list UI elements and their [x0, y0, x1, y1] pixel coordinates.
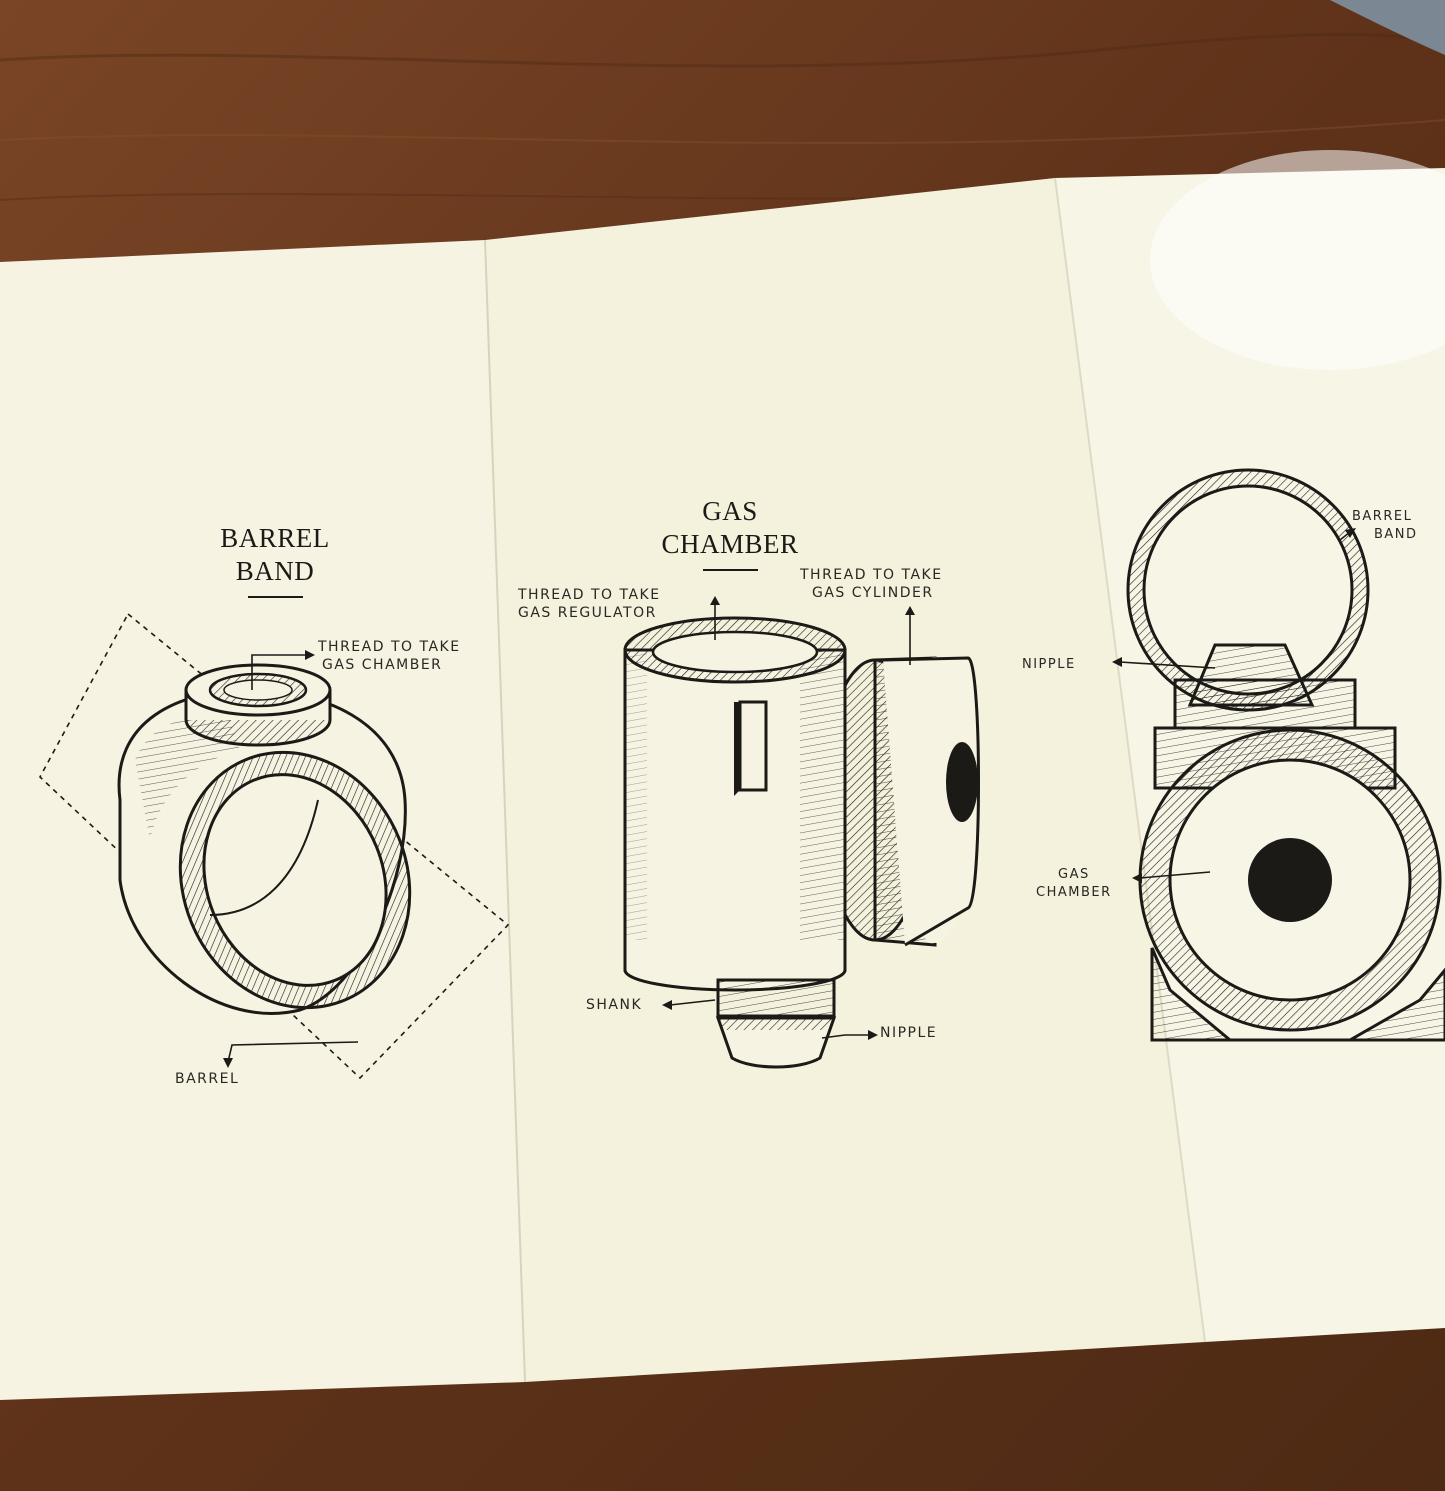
label-assembly-barrel-band: BARREL BAND	[1352, 508, 1418, 544]
barrel-band-title: BARREL BAND	[195, 522, 355, 598]
label-line: THREAD TO TAKE	[800, 567, 943, 583]
label-thread-to-take-gas-chamber: THREAD TO TAKE GAS CHAMBER	[318, 638, 461, 674]
barrel-band-drawing	[39, 612, 510, 1080]
gas-chamber-drawing	[623, 596, 980, 1069]
label-line: THREAD TO TAKE	[318, 639, 461, 655]
gas-chamber-title: GAS CHAMBER	[650, 495, 810, 571]
barrel-band-title-line1: BARREL	[220, 523, 330, 553]
label-shank: SHANK	[586, 997, 643, 1013]
label-barrel: BARREL	[175, 1071, 240, 1087]
label-line: CHAMBER	[1036, 885, 1112, 900]
barrel-band-title-line2: BAND	[235, 556, 315, 586]
title-underline	[247, 596, 303, 598]
fabric-corner	[1330, 0, 1445, 55]
label-line: BARREL	[1352, 509, 1413, 524]
label-line: GAS CYLINDER	[812, 585, 934, 601]
label-assembly-gas-chamber: GAS CHAMBER	[1036, 866, 1112, 902]
gas-chamber-title-line2: CHAMBER	[661, 529, 799, 559]
label-line: GAS	[1058, 867, 1090, 882]
label-thread-to-take-gas-regulator: THREAD TO TAKE GAS REGULATOR	[518, 586, 661, 622]
label-assembly-nipple: NIPPLE	[1022, 657, 1076, 672]
label-line: THREAD TO TAKE	[518, 587, 661, 603]
assembly-drawing	[1112, 468, 1445, 1042]
label-line: GAS REGULATOR	[518, 605, 657, 621]
label-thread-to-take-gas-cylinder: THREAD TO TAKE GAS CYLINDER	[800, 566, 943, 602]
label-nipple: NIPPLE	[880, 1025, 938, 1041]
barrel-dashed-outline	[39, 612, 510, 1080]
label-line: GAS CHAMBER	[322, 657, 443, 673]
title-underline	[702, 569, 758, 571]
label-line: BAND	[1374, 527, 1418, 542]
gas-chamber-title-line1: GAS	[702, 496, 758, 526]
